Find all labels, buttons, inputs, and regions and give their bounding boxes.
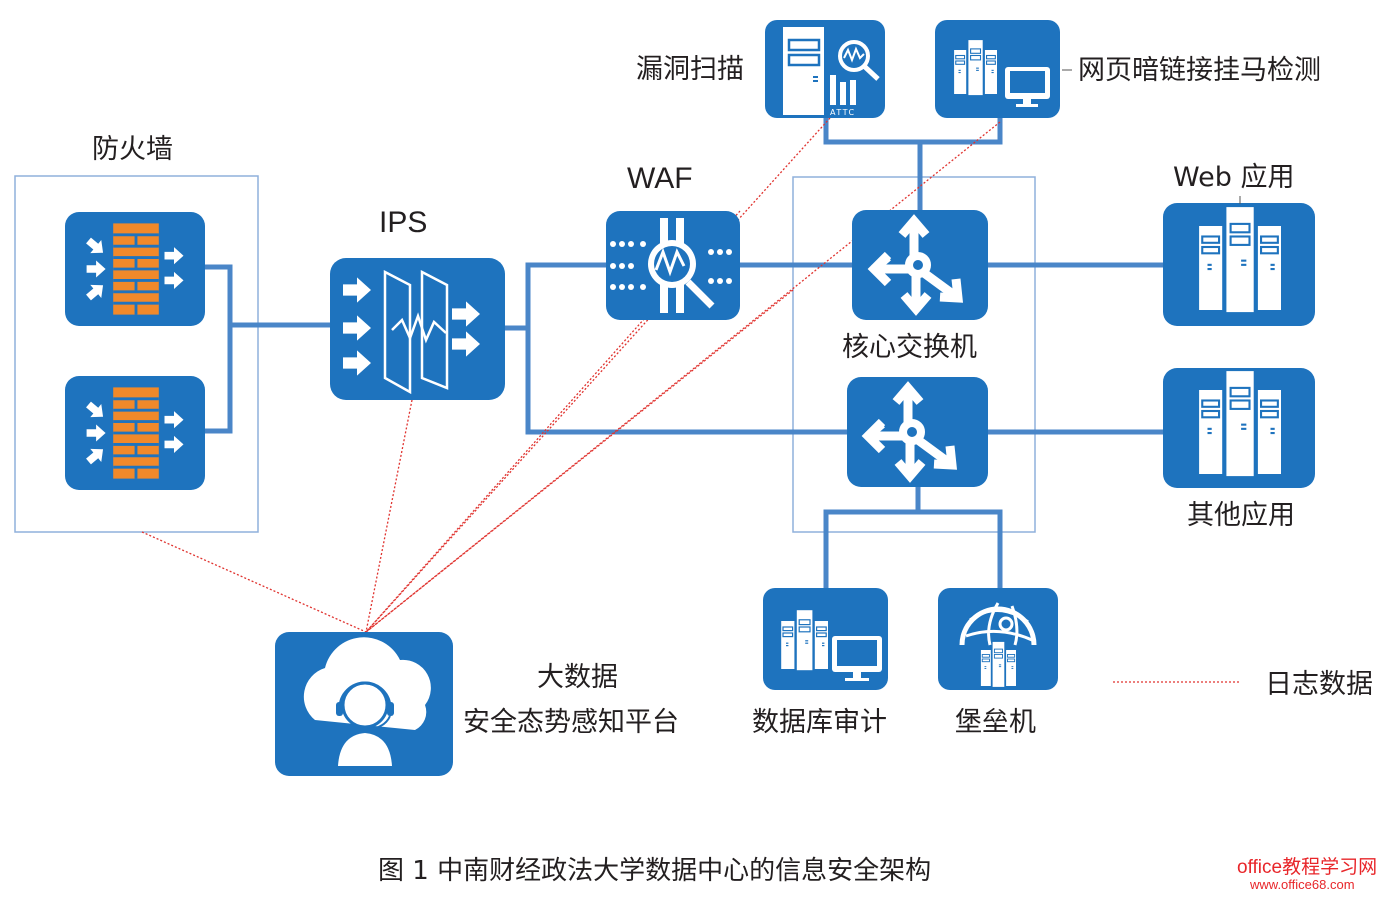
core-switch-2[interactable] bbox=[847, 377, 988, 487]
log-link-core-switch bbox=[365, 289, 794, 633]
server-monitor-icon bbox=[780, 609, 882, 681]
log-data-links bbox=[141, 117, 1001, 633]
waf-device[interactable] bbox=[606, 211, 740, 320]
firewall-group-box bbox=[14, 175, 259, 533]
vuln-scan-device[interactable]: ATTC bbox=[765, 20, 885, 118]
log-link-firewall bbox=[141, 531, 367, 633]
legend-log-label: 日志数据 bbox=[1265, 669, 1373, 700]
label-waf: WAF bbox=[627, 162, 693, 195]
core-switch-group-box bbox=[792, 176, 1036, 533]
waf-icon bbox=[610, 218, 732, 313]
label-other-app: 其他应用 bbox=[1187, 500, 1295, 531]
ips-device[interactable] bbox=[330, 258, 505, 400]
cloud-agent-icon bbox=[303, 637, 431, 766]
link-firewalls-ips bbox=[205, 264, 332, 434]
vulnerability-scanner-icon bbox=[783, 27, 880, 115]
log-link-ips bbox=[365, 399, 413, 633]
link-top-devices-switch1 bbox=[823, 118, 1003, 210]
platform-device[interactable] bbox=[275, 632, 453, 776]
link-ips-waf-switch2 bbox=[505, 262, 848, 435]
ips-icon bbox=[343, 269, 480, 395]
db-audit-device[interactable] bbox=[763, 588, 888, 690]
server-monitor-icon bbox=[953, 39, 1050, 107]
firewall-device-1[interactable] bbox=[65, 212, 205, 326]
webpage-detect-device[interactable] bbox=[935, 20, 1060, 118]
core-switch-1[interactable] bbox=[852, 210, 988, 320]
globe-server-icon bbox=[959, 602, 1037, 688]
network-links bbox=[205, 118, 1165, 588]
web-app-server[interactable] bbox=[1163, 203, 1315, 326]
label-firewall: 防火墙 bbox=[92, 134, 173, 165]
other-app-server[interactable] bbox=[1163, 368, 1315, 488]
firewall-device-2[interactable] bbox=[65, 376, 205, 490]
label-webpage-detect: 网页暗链接挂马检测 bbox=[1078, 55, 1321, 86]
label-web-app: Web 应用 bbox=[1173, 162, 1295, 193]
log-link-vuln-scan bbox=[365, 117, 831, 633]
label-vuln-scan: 漏洞扫描 bbox=[636, 54, 744, 85]
link-switch2-bottom bbox=[823, 487, 1003, 588]
watermark-title: office教程学习网 bbox=[1237, 857, 1378, 878]
label-ips: IPS bbox=[379, 206, 428, 239]
label-platform-line2: 安全态势感知平台 bbox=[463, 707, 679, 738]
watermark-url: www.office68.com bbox=[1250, 877, 1355, 892]
figure-caption: 图 1 中南财经政法大学数据中心的信息安全架构 bbox=[378, 856, 932, 886]
label-bastion: 堡垒机 bbox=[955, 707, 1036, 738]
label-core-switch: 核心交换机 bbox=[842, 332, 977, 363]
label-db-audit: 数据库审计 bbox=[752, 707, 887, 738]
label-platform-line1: 大数据 bbox=[537, 662, 618, 693]
vuln-scan-badge: ATTC bbox=[830, 108, 856, 117]
bastion-device[interactable] bbox=[938, 588, 1058, 690]
